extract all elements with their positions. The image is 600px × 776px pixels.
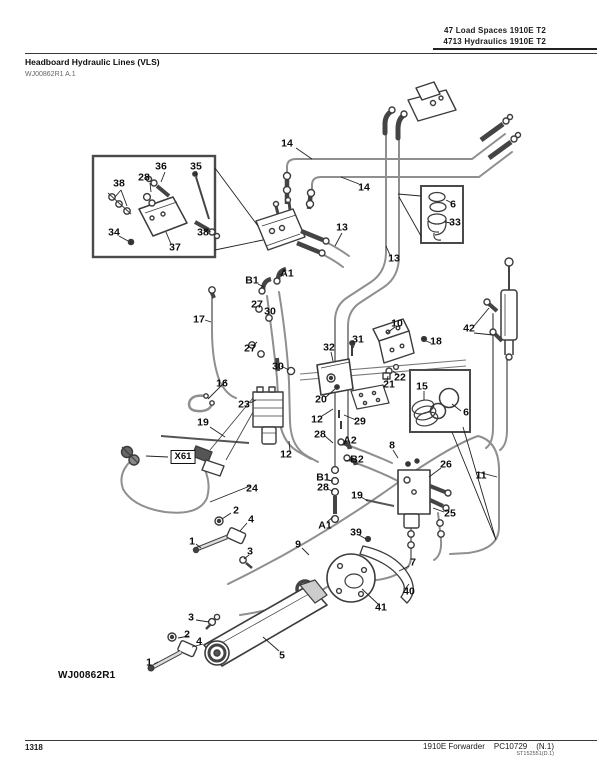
part-callout-40: 40 <box>403 585 415 598</box>
part-callout-4: 4 <box>196 635 202 648</box>
part-callout-28: 28 <box>314 428 326 441</box>
top-valve-assembly <box>382 81 457 141</box>
solenoid-block <box>191 386 284 477</box>
footer-rev: (N.1) <box>536 742 554 751</box>
part-callout-B2: B2 <box>350 453 364 466</box>
footer-ref: ST152551(D.1) <box>516 751 554 757</box>
header-section-line2: 4713 Hydraulics 1910E T2 <box>443 37 546 46</box>
page-number: 1318 <box>25 743 43 752</box>
part-callout-25: 25 <box>444 507 456 520</box>
part-callout-38: 38 <box>113 177 125 190</box>
part-callout-30: 30 <box>272 360 284 373</box>
part-callout-14: 14 <box>281 137 293 150</box>
footer-doc: PC10729 <box>493 742 528 751</box>
part-callout-10: 10 <box>391 317 403 330</box>
drawing-id-label: WJ00862R1 <box>58 670 116 681</box>
part-callout-34: 34 <box>108 226 120 239</box>
page-header: 47 Load Spaces 1910E T2 4713 Hydraulics … <box>443 25 546 47</box>
part-callout-29: 29 <box>354 415 366 428</box>
part-callout-1: 1 <box>146 656 152 669</box>
part-callout-22: 22 <box>394 371 406 384</box>
part-callout-7: 7 <box>410 556 416 569</box>
part-callout-19: 19 <box>351 489 363 502</box>
part-callout-23: 23 <box>238 398 250 411</box>
hose-end-fittings <box>479 113 522 161</box>
header-underline <box>433 48 597 50</box>
part-callout-41: 41 <box>375 601 387 614</box>
part-callout-8: 8 <box>389 439 395 452</box>
leader-lines <box>114 147 498 665</box>
figure-reference: WJ00862R1 A.1 <box>25 71 76 78</box>
part-callout-12: 12 <box>311 413 323 426</box>
part-callout-B1: B1 <box>245 274 259 287</box>
part-callout-A1: A1 <box>318 519 332 532</box>
part-callout-38: 38 <box>197 226 209 239</box>
part-callout-9: 9 <box>295 538 301 551</box>
part-callout-17: 17 <box>193 313 205 326</box>
valve-block-26 <box>397 458 452 549</box>
pin-and-bushing-upper <box>192 516 253 569</box>
header-section-line1: 47 Load Spaces 1910E T2 <box>444 26 546 35</box>
top-rule <box>25 53 597 54</box>
part-callout-35: 35 <box>190 160 202 173</box>
part-callout-30: 30 <box>264 305 276 318</box>
part-callout-6: 6 <box>463 406 469 419</box>
part-callout-12: 12 <box>280 448 292 461</box>
part-callout-2: 2 <box>184 628 190 641</box>
part-callout-15: 15 <box>416 380 428 393</box>
footer-model: 1910E Forwarder <box>423 742 485 751</box>
part-callout-3: 3 <box>188 611 194 624</box>
part-callout-32: 32 <box>323 341 335 354</box>
part-callout-28: 28 <box>317 481 329 494</box>
part-callout-18: 18 <box>430 335 442 348</box>
part-callout-2: 2 <box>233 504 239 517</box>
part-callout-B1: B1 <box>316 471 330 484</box>
part-callout-33: 33 <box>449 216 461 229</box>
connector-tag-label: X61 <box>170 450 196 464</box>
part-callout-5: 5 <box>279 649 285 662</box>
part-callout-A2: A2 <box>343 434 357 447</box>
part-callout-6: 6 <box>450 198 456 211</box>
part-callout-11: 11 <box>475 469 487 482</box>
lift-cylinder <box>203 579 328 667</box>
manifold-block <box>255 196 330 257</box>
part-callout-13: 13 <box>336 221 348 234</box>
part-callout-20: 20 <box>315 393 327 406</box>
damper-assembly <box>483 257 518 361</box>
part-callout-27: 27 <box>251 298 263 311</box>
part-callout-26: 26 <box>440 458 452 471</box>
part-callout-36: 36 <box>155 160 167 173</box>
part-callout-1: 1 <box>189 535 195 548</box>
part-callout-21: 21 <box>383 378 395 391</box>
part-callout-13: 13 <box>388 252 400 265</box>
part-callout-24: 24 <box>246 482 258 495</box>
footer-right: 1910E Forwarder PC10729 (N.1) <box>414 742 554 751</box>
part-callout-39: 39 <box>350 526 362 539</box>
part-callout-19: 19 <box>197 416 209 429</box>
part-callout-42: 42 <box>463 322 475 335</box>
detail-box-contents <box>107 171 460 427</box>
pin-and-bushing-lower <box>147 613 221 672</box>
x61-connector <box>120 445 140 466</box>
bottom-rule <box>25 740 597 741</box>
part-callout-A1: A1 <box>280 267 294 280</box>
part-callout-28: 28 <box>138 171 150 184</box>
valve-block-32 <box>316 340 390 429</box>
part-callout-37: 37 <box>169 241 181 254</box>
page-title: Headboard Hydraulic Lines (VLS) <box>25 57 160 67</box>
part-callout-3: 3 <box>247 545 253 558</box>
part-callout-16: 16 <box>216 377 228 390</box>
part-callout-31: 31 <box>352 333 364 346</box>
part-callout-27: 27 <box>244 342 256 355</box>
part-callout-4: 4 <box>248 513 254 526</box>
part-callout-14: 14 <box>358 181 370 194</box>
